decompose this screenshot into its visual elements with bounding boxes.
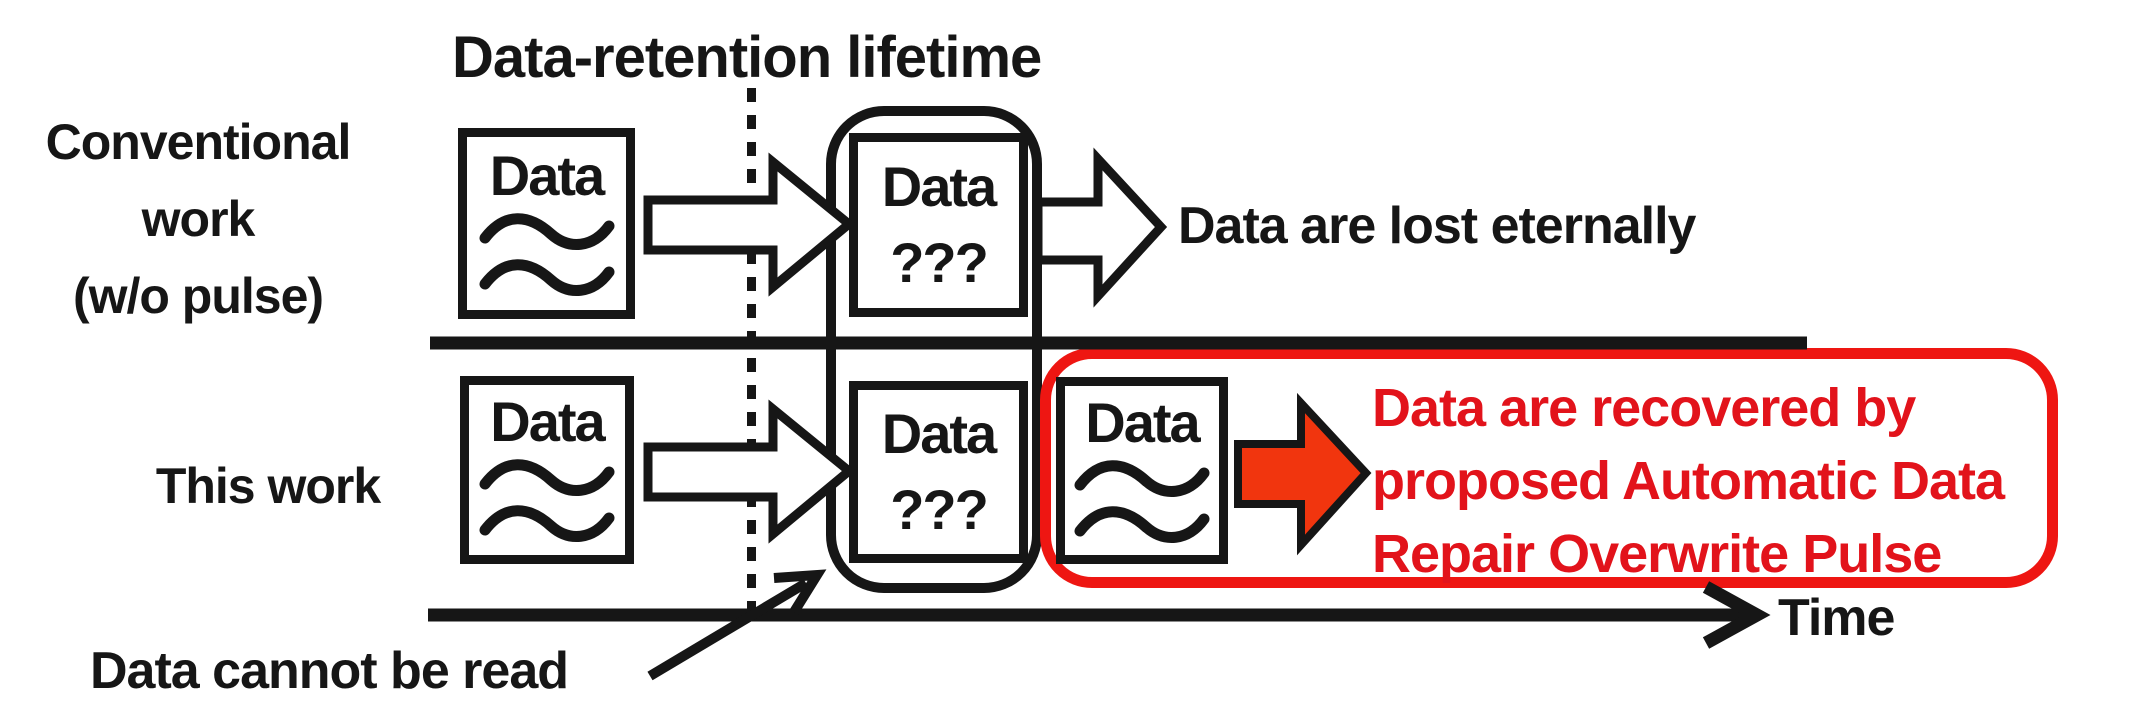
wave-icon (1074, 459, 1210, 543)
lifetime-boundary-capsule (826, 106, 1042, 593)
time-axis-arrowhead-icon (1702, 581, 1771, 649)
conventional-unknown-data-box: Data ??? (849, 133, 1028, 317)
recovered-text-line3: Repair Overwrite Pulse (1372, 524, 1942, 584)
recovered-text: Data are recovered by proposed Automatic… (1372, 372, 2005, 591)
recovered-text-line1: Data are recovered by (1372, 378, 1916, 438)
data-box-label: Data (1085, 390, 1200, 454)
wave-icon (479, 459, 615, 542)
this-work-label: This work (155, 458, 381, 514)
data-box-label: Data (489, 143, 605, 207)
flow-arrow-icon (1033, 147, 1168, 308)
this-work-data-box: Data (460, 376, 634, 564)
data-box-label: Data (490, 390, 605, 453)
wave-icon (479, 212, 614, 296)
conventional-data-box: Data (458, 128, 635, 319)
unknown-box-label: Data (881, 402, 997, 465)
note-arrowhead-icon (773, 569, 827, 615)
figure-title: Data-retention lifetime (452, 25, 1042, 90)
time-axis-label: Time (1778, 589, 1895, 647)
unknown-box-label: Data (881, 155, 997, 218)
data-cannot-be-read-label: Data cannot be read (90, 642, 569, 700)
recovered-data-box: Data (1056, 377, 1228, 564)
conventional-label-line1: Conventional (45, 114, 352, 170)
note-arrow-line (647, 578, 809, 681)
conventional-work-label: Conventional work (w/o pulse) (38, 104, 358, 335)
unknown-box-question-marks: ??? (890, 478, 989, 541)
this-work-unknown-data-box: Data ??? (849, 381, 1028, 563)
recovered-text-line2: proposed Automatic Data (1372, 451, 2005, 511)
conventional-label-line3: (w/o pulse) (72, 268, 324, 324)
retention-lifetime-dotted-line (747, 88, 756, 612)
lost-eternally-text: Data are lost eternally (1178, 197, 1696, 255)
conventional-label-line2: work (141, 191, 256, 247)
unknown-box-question-marks: ??? (890, 231, 989, 294)
